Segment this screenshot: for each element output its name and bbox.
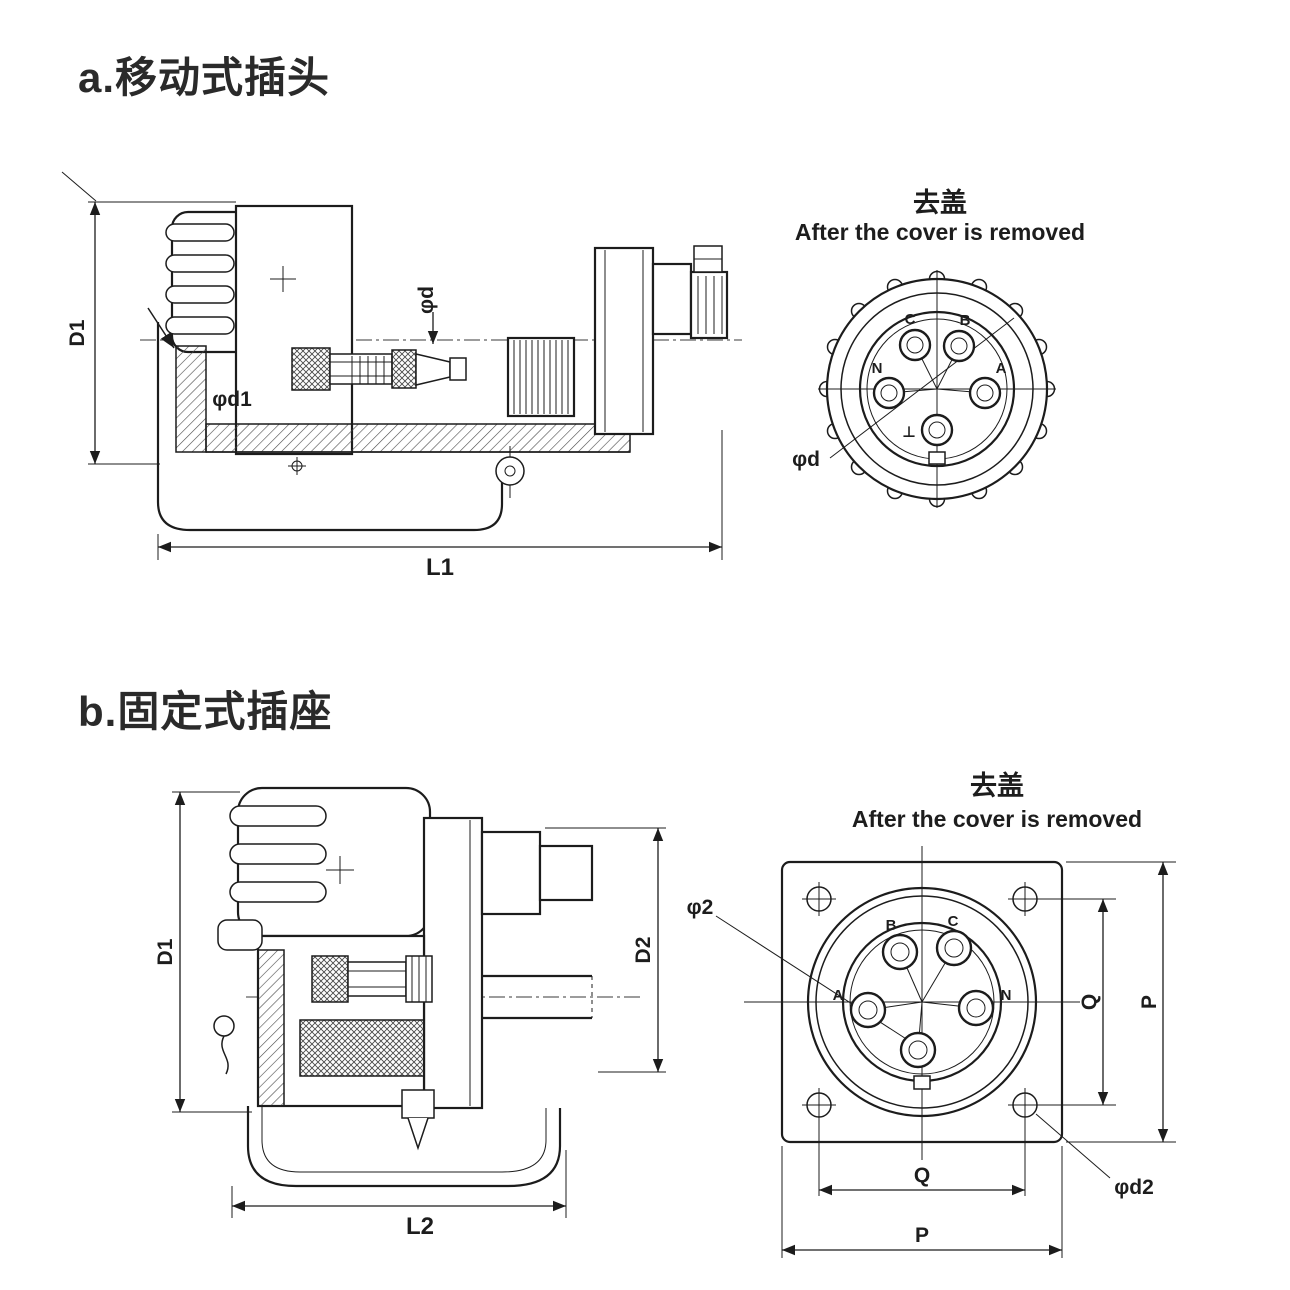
dim-label-d2: D2	[632, 937, 655, 964]
mounting-holes	[802, 882, 1042, 1122]
dim-label-l2: L2	[406, 1213, 434, 1240]
pin-label-ground: ⊥	[902, 424, 916, 441]
dim-label-d1-a: D1	[66, 319, 89, 346]
mounting-flange	[422, 816, 484, 1110]
key-slot-b	[913, 1075, 931, 1090]
dim-label-d1-b: D1	[154, 938, 177, 965]
cover-note-cn-a: 去盖	[913, 188, 967, 218]
pin-label-a: A	[996, 360, 1007, 377]
pin-label-n-socket: N	[1001, 987, 1012, 1004]
socket-front-view	[715, 846, 1176, 1258]
section-a-title: a.移动式插头	[78, 54, 330, 101]
section-b-title: b.固定式插座	[78, 688, 332, 735]
dim-label-phi-d1: φd1	[212, 388, 252, 411]
dim-label-p-bottom: P	[915, 1224, 929, 1247]
socket-pin-contacts	[849, 929, 995, 1069]
pin-label-c-socket: C	[948, 913, 959, 930]
plug-side-view	[61, 171, 742, 560]
pin-label-a-socket: A	[833, 987, 844, 1004]
dim-label-q-right: Q	[1078, 994, 1101, 1010]
pin-label-n: N	[872, 360, 883, 377]
pin-contacts	[872, 328, 1002, 447]
pin-label-c: C	[905, 311, 916, 328]
dim-label-phi-d-side: φd	[415, 286, 438, 314]
cover-note-en-a: After the cover is removed	[795, 219, 1085, 245]
coupling-nut	[593, 246, 655, 436]
plug-front-view	[818, 270, 1056, 508]
dim-label-q-bottom: Q	[914, 1164, 930, 1187]
dim-label-p-right: P	[1138, 995, 1161, 1009]
plug-body	[234, 204, 354, 456]
pin-label-b: B	[960, 312, 971, 329]
cover-note-en-b: After the cover is removed	[852, 806, 1142, 832]
dim-label-phi-2: φ2	[687, 896, 714, 919]
cover-note-cn-b: 去盖	[970, 771, 1024, 801]
key-slot	[928, 451, 946, 465]
ribbed-sleeve	[506, 336, 576, 418]
socket-side-view	[172, 786, 666, 1218]
dim-label-phi-d2: φd2	[1114, 1176, 1154, 1199]
dim-label-phi-d-front: φd	[792, 448, 820, 471]
pin-label-b-socket: B	[886, 917, 897, 934]
dim-label-l1: L1	[426, 554, 454, 581]
